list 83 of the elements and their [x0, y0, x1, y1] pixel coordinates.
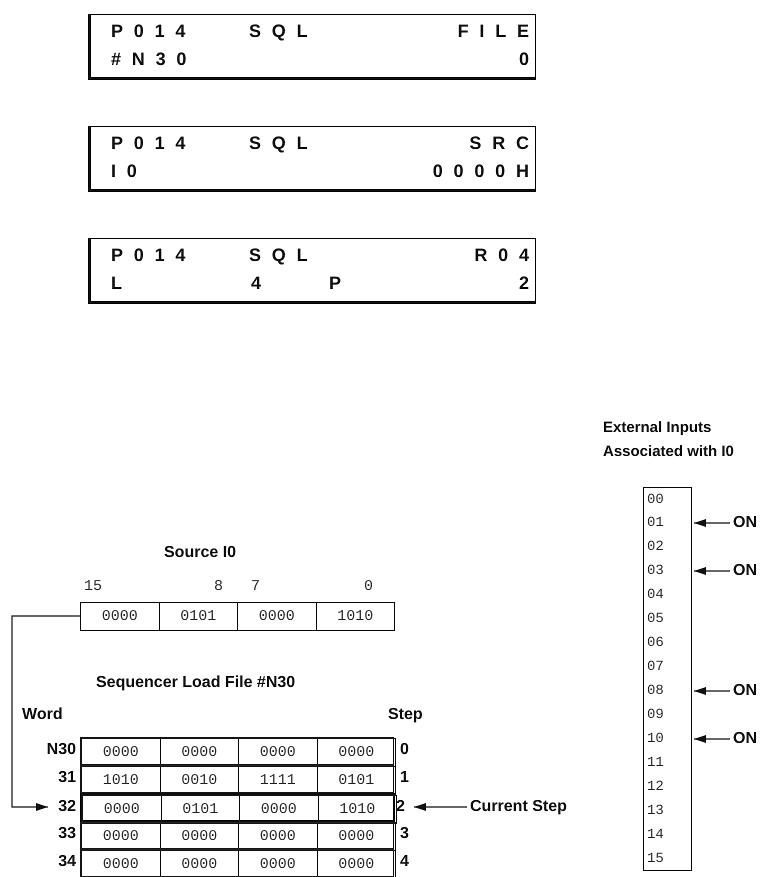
on-label: ON	[733, 679, 763, 703]
lcd-display	[88, 238, 536, 304]
display-text: 4	[251, 273, 272, 294]
current-step-label: Current Step	[470, 795, 580, 819]
heading: External Inputs Associated with I0	[603, 418, 735, 462]
bit-number-cell: 04	[643, 583, 692, 607]
data-cell: 1010	[316, 602, 395, 631]
bit-number-cell: 08	[643, 679, 692, 703]
step-number: 4	[400, 853, 409, 871]
lcd-display	[88, 126, 536, 192]
display-text: SQL	[249, 245, 318, 266]
bit-number-cell: 00	[643, 487, 692, 511]
step-number: 0	[400, 741, 409, 759]
table-row	[80, 793, 395, 822]
data-cell: 0000	[81, 738, 160, 767]
bit-number-cell: 03	[643, 559, 692, 583]
display-text: SRC	[469, 133, 540, 154]
data-cell: 0101	[158, 602, 238, 631]
step-number: 3	[400, 825, 409, 843]
bit-number: 7	[251, 578, 260, 595]
data-cell: 0000	[316, 738, 396, 767]
display-text: P	[329, 273, 352, 294]
data-cell: 1010	[318, 795, 397, 824]
column-heading: Word	[22, 706, 63, 724]
display-text: 0000H	[432, 161, 540, 182]
bit-number-cell: 09	[643, 703, 692, 727]
display-text: P014	[111, 21, 196, 42]
step-number: 1	[400, 769, 409, 787]
arrow	[694, 567, 730, 575]
display-text: P014	[111, 245, 196, 266]
lcd-display	[88, 14, 536, 80]
display-text: R04	[474, 245, 540, 266]
display-text: SQL	[249, 133, 318, 154]
heading: Source I0	[164, 544, 236, 562]
word-address: N30	[46, 741, 76, 759]
display-text: P014	[111, 133, 196, 154]
bit-number-cell: 07	[643, 655, 692, 679]
word-address: 32	[50, 795, 76, 819]
bit-number-cell: 15	[643, 847, 692, 871]
display-text: 2	[518, 273, 540, 294]
arrow	[11, 615, 80, 811]
on-label: ON	[733, 511, 763, 535]
arrow	[414, 803, 467, 811]
data-cell: 0101	[160, 795, 240, 824]
display-text: FILE	[458, 21, 540, 42]
table-row	[80, 765, 394, 793]
step-number: 2	[396, 795, 412, 819]
bit-number: 8	[214, 578, 224, 595]
arrow	[694, 687, 730, 695]
bit-number-cell: 06	[643, 631, 692, 655]
bit-number-cell: 10	[643, 727, 692, 751]
bit-number-cell: 14	[643, 823, 692, 847]
data-cell: 0000	[81, 822, 160, 851]
arrow	[694, 519, 730, 527]
column-heading: Step	[388, 706, 423, 724]
word-address: 33	[58, 825, 76, 843]
data-cell: 0000	[237, 602, 316, 631]
bit-number: 0	[364, 578, 374, 595]
display-text: SQL	[249, 21, 318, 42]
bit-number-cell: 11	[643, 751, 692, 775]
data-cell: 0000	[80, 602, 160, 631]
table-row	[80, 737, 394, 765]
bit-number: 15	[84, 578, 102, 595]
on-label: ON	[733, 559, 763, 583]
display-text: #N30	[111, 49, 198, 70]
data-cell: 0000	[239, 795, 318, 824]
word-address: 34	[58, 853, 76, 871]
bit-number-cell: 02	[643, 535, 692, 559]
display-text: 0	[518, 49, 540, 70]
bit-number-cell: 05	[643, 607, 692, 631]
table-row	[80, 821, 394, 849]
bit-number-cell: 13	[643, 799, 692, 823]
bit-number-cell: 01	[643, 511, 692, 535]
word-address: 31	[58, 769, 76, 787]
bit-number-cell: 12	[643, 775, 692, 799]
display-text: L	[111, 273, 133, 294]
arrow	[694, 735, 730, 743]
data-cell: 0000	[316, 822, 396, 851]
display-text: I0	[111, 161, 148, 182]
data-cell: 0000	[82, 795, 162, 824]
table-row	[80, 849, 394, 877]
on-label: ON	[733, 727, 763, 751]
heading: Sequencer Load File #N30	[96, 674, 296, 692]
